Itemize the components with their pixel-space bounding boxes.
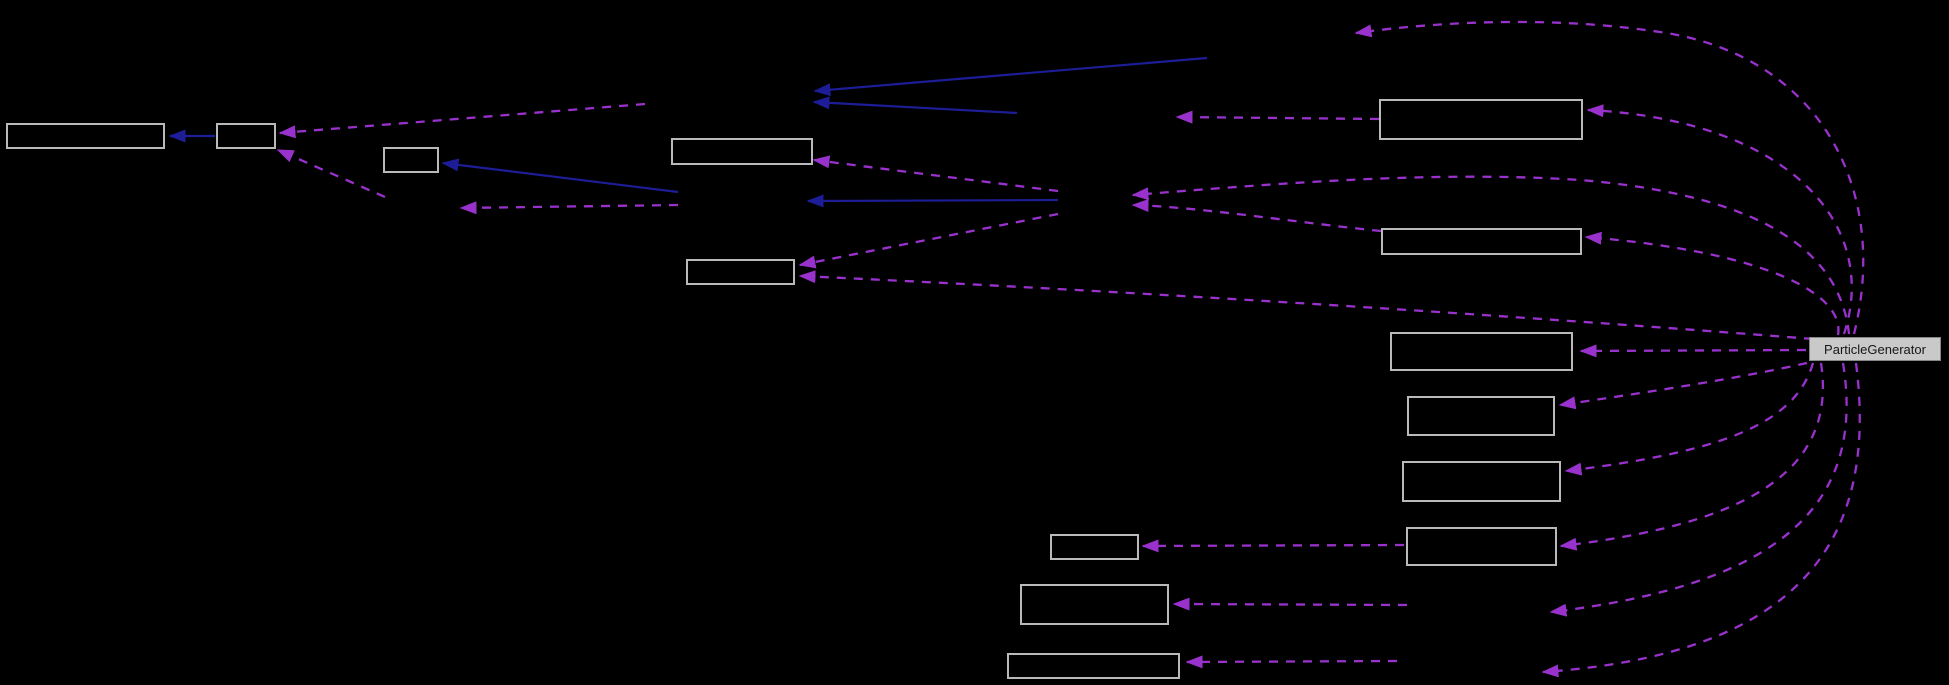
edge-dashed-8 bbox=[1131, 198, 1382, 233]
edge-dashed-21 bbox=[1185, 655, 1398, 669]
edge-solid-4 bbox=[806, 194, 1059, 208]
edge-dashed-4 bbox=[812, 155, 1059, 193]
edge-dashed-7 bbox=[1175, 110, 1380, 124]
edge-dashed-15 bbox=[1564, 362, 1815, 476]
edge-dashed-10 bbox=[1586, 104, 1853, 335]
edge-dashed-6 bbox=[798, 270, 1814, 341]
edge-dashed-11 bbox=[1584, 231, 1840, 336]
class-node-node-11[interactable] bbox=[1406, 527, 1557, 566]
class-node-node-8[interactable] bbox=[1390, 332, 1573, 371]
class-node-node-4[interactable] bbox=[671, 138, 813, 165]
edge-dashed-9 bbox=[1131, 175, 1851, 335]
edge-dashed-16 bbox=[1559, 362, 1824, 551]
class-node-node-13[interactable] bbox=[1020, 584, 1169, 625]
edge-dashed-20 bbox=[1172, 597, 1408, 611]
edge-dashed-2 bbox=[276, 148, 386, 199]
edge-dashed-5 bbox=[798, 212, 1059, 269]
edge-dashed-1 bbox=[278, 102, 646, 139]
edge-dashed-17 bbox=[1549, 362, 1848, 617]
class-node-node-2[interactable] bbox=[216, 123, 276, 149]
node-particlegenerator[interactable]: ParticleGenerator bbox=[1809, 337, 1941, 361]
edge-dashed-13 bbox=[1579, 344, 1807, 358]
edge-dashed-3 bbox=[459, 201, 679, 215]
class-node-node-7[interactable] bbox=[1381, 228, 1582, 255]
edge-solid-5 bbox=[441, 158, 679, 194]
edge-solid-3 bbox=[812, 96, 1018, 115]
class-node-node-9[interactable] bbox=[1407, 396, 1555, 436]
edge-dashed-14 bbox=[1558, 361, 1808, 410]
class-node-node-3[interactable] bbox=[383, 147, 439, 173]
class-node-node-14[interactable] bbox=[1007, 653, 1180, 679]
edge-dashed-18 bbox=[1541, 362, 1861, 678]
class-node-node-5[interactable] bbox=[686, 259, 795, 285]
class-node-node-6[interactable] bbox=[1379, 99, 1583, 140]
class-node-node-1[interactable] bbox=[6, 123, 165, 149]
edge-dashed-19 bbox=[1141, 539, 1405, 553]
edge-dashed-12 bbox=[1354, 20, 1865, 335]
class-node-node-10[interactable] bbox=[1402, 461, 1561, 502]
class-node-node-12[interactable] bbox=[1050, 534, 1139, 560]
edge-solid-2 bbox=[813, 56, 1208, 97]
